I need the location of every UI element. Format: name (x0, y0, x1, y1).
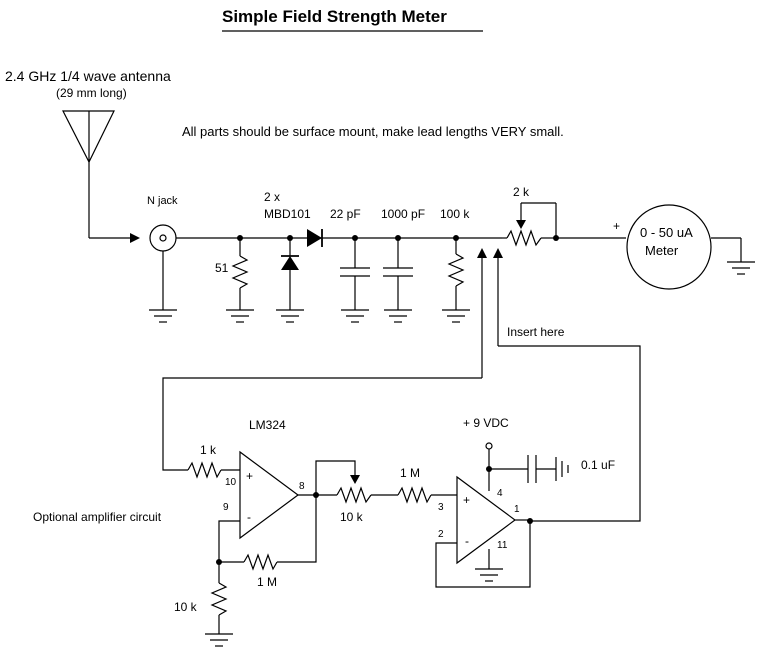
opamp-u1-minus: - (247, 510, 251, 524)
page-title: Simple Field Strength Meter (222, 7, 447, 26)
resistor-51 (231, 235, 249, 310)
ground-symbol (205, 633, 233, 647)
opamp-u2 (456, 475, 517, 565)
resistor-1m-feedback-label: 1 M (257, 575, 277, 589)
shunt-diode (281, 235, 299, 310)
pin-4-label: 4 (497, 488, 503, 499)
ground-symbol (475, 568, 503, 582)
antenna-symbol (62, 110, 140, 243)
opamp-u1 (239, 450, 300, 540)
pot-10k-label: 10 k (340, 510, 364, 524)
meter-symbol (626, 204, 712, 290)
antenna-label: 2.4 GHz 1/4 wave antenna (5, 68, 171, 84)
pin-10-label: 10 (225, 477, 237, 488)
opamp-part-label: LM324 (249, 418, 286, 432)
ground-symbol (276, 309, 304, 323)
u2-feedback-wiring (435, 518, 533, 588)
pin-2-label: 2 (438, 529, 444, 540)
ground-symbol (727, 261, 755, 275)
pin-11-label: 11 (497, 540, 508, 551)
ground-symbol (442, 309, 470, 323)
potentiometer-2k (502, 202, 559, 247)
opamp-u1-plus: + (246, 469, 253, 483)
n-jack-symbol (149, 224, 177, 310)
pin-1-label: 1 (514, 504, 520, 515)
amp-output-wire (498, 345, 641, 522)
insert-here-label: Insert here (507, 325, 565, 339)
opamp-u2-minus: - (465, 534, 469, 548)
resistor-10k-ground (210, 562, 228, 634)
u1-feedback-wiring (216, 492, 337, 571)
ground-symbol (149, 309, 177, 323)
meter-plus-label: + (613, 219, 620, 233)
meter-word-label: Meter (645, 243, 679, 258)
resistor-1m-series-label: 1 M (400, 466, 420, 480)
ground-symbol (226, 309, 254, 323)
resistor-1k (187, 461, 240, 479)
resistor-1m-series (397, 486, 457, 504)
pin-9-label: 9 (223, 502, 229, 513)
amp-caption: Optional amplifier circuit (33, 510, 162, 524)
resistor-10k-ground-label: 10 k (174, 600, 198, 614)
capacitor-22pf (340, 235, 370, 310)
diode-part-label: MBD101 (264, 207, 311, 221)
design-note: All parts should be surface mount, make … (182, 124, 564, 139)
ground-symbol (555, 457, 569, 481)
n-jack-label: N jack (147, 195, 178, 207)
insert-arrow-left (477, 248, 487, 378)
pin-8-label: 8 (299, 481, 305, 492)
opamp-u2-plus: + (463, 493, 470, 507)
series-diode (307, 229, 323, 247)
capacitor-1000pf (383, 235, 413, 310)
ground-symbol (341, 309, 369, 323)
ground-symbol (384, 309, 412, 323)
resistor-51-label: 51 (215, 261, 229, 275)
resistor-1k-label: 1 k (200, 443, 217, 457)
antenna-sublabel: (29 mm long) (56, 86, 127, 100)
amp-input-wire (162, 377, 482, 471)
capacitor-1000pf-label: 1000 pF (381, 207, 425, 221)
capacitor-22pf-label: 22 pF (330, 207, 361, 221)
meter-range-label: 0 - 50 uA (640, 225, 693, 240)
pin-3-label: 3 (438, 502, 444, 513)
supply-wiring (485, 442, 556, 491)
resistor-100k (447, 235, 465, 310)
supply-label: + 9 VDC (463, 416, 509, 430)
resistor-100k-label: 100 k (440, 207, 470, 221)
capacitor-01uf-label: 0.1 uF (581, 458, 615, 472)
pot-2k-label: 2 k (513, 185, 530, 199)
diode-count-label: 2 x (264, 190, 280, 204)
potentiometer-10k (315, 460, 398, 504)
insert-arrow-right (493, 248, 503, 346)
